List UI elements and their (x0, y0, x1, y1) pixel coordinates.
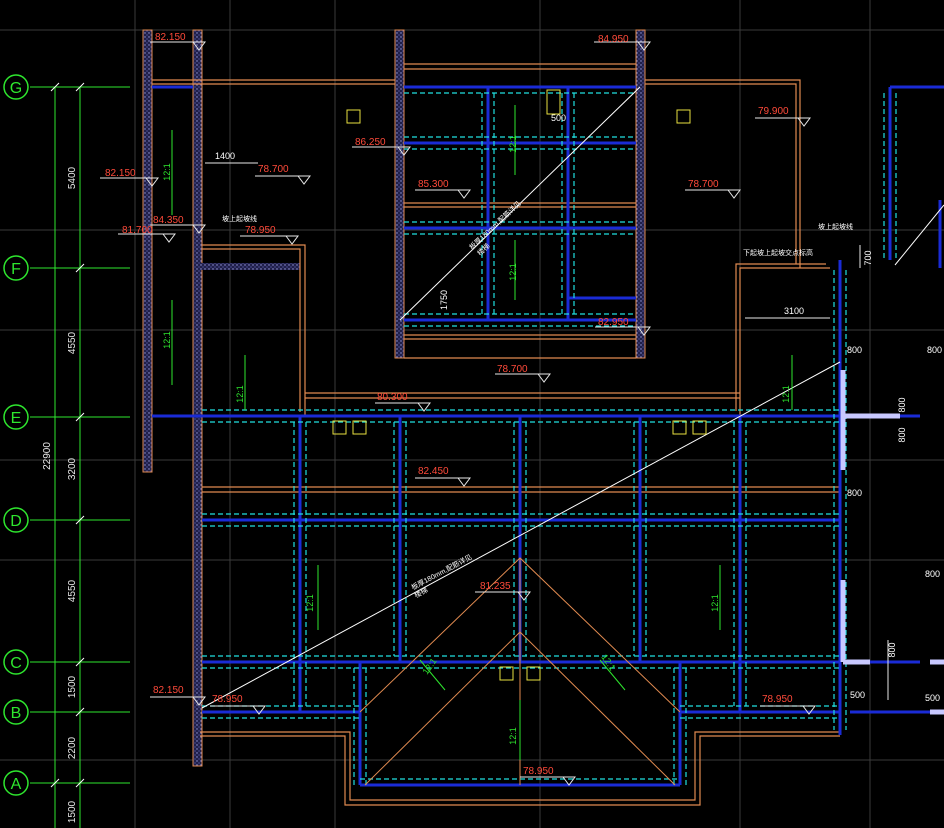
axis-bubble-d: D (3, 507, 29, 533)
elev-82150-bottom: 82.150 (153, 685, 184, 696)
elev-78950-d: 78.950 (523, 766, 554, 777)
axis-label-f: F (11, 261, 21, 278)
elevation-labels: 82.150 84.950 82.150 84.350 81.700 78.70… (105, 32, 793, 777)
axis-label-a: A (11, 776, 22, 793)
axis-label-e: E (11, 410, 22, 427)
axis-bubble-f: F (3, 255, 29, 281)
slope-label: 12:1 (305, 594, 315, 612)
dim-label-1400: 1400 (215, 151, 235, 161)
dim-2200: 2200 (67, 736, 78, 759)
dim-label-800-b: 800 (927, 345, 942, 355)
dim-label-1750: 1750 (439, 290, 449, 310)
slope-label: 12:1 (508, 135, 518, 153)
elev-82150-left: 82.150 (105, 168, 136, 179)
dim-4550-b: 4550 (67, 579, 78, 602)
elev-85300: 85.300 (418, 179, 449, 190)
axis-label-g: G (10, 80, 22, 97)
dim-label-800-c: 800 (897, 397, 907, 412)
dim-label-800-a: 800 (847, 345, 862, 355)
slope-label: 12:1 (508, 263, 518, 281)
slope-label: 12:1 (508, 727, 518, 745)
cyan-dashed-lines (202, 92, 897, 785)
note-slope-start-1: 坡上起坡线 (222, 214, 257, 223)
stair-diagonals (201, 86, 944, 709)
hatched-walls (142, 29, 646, 767)
axis-label-d: D (10, 513, 22, 530)
elev-80300: 80.300 (377, 392, 408, 403)
slope-label: 12:1 (420, 656, 438, 676)
elev-78950-a: 78.950 (245, 225, 276, 236)
elev-81235: 81.235 (480, 581, 511, 592)
elev-78700-b: 78.700 (688, 179, 719, 190)
slope-label: 12:1 (162, 331, 172, 349)
dimension-labels: 1400 500 1750 3100 700 800 800 800 800 8… (215, 113, 942, 703)
axis-bubble-g: G (3, 74, 29, 100)
note-slope-start-2: 坡上起坡线 (818, 222, 853, 231)
slope-label: 12:1 (781, 385, 791, 403)
elev-78950-c: 78.950 (762, 694, 793, 705)
elev-79900: 79.900 (758, 106, 789, 117)
dim-label-700: 700 (863, 250, 873, 265)
axis-label-b: B (11, 705, 22, 722)
dim-label-3100: 3100 (784, 306, 804, 316)
axis-bubble-c: C (3, 649, 29, 675)
elev-81700: 81.700 (122, 225, 153, 236)
note-stair-lower-a: 板厚180mm,配筋详见 (410, 552, 474, 592)
dim-5400: 5400 (67, 166, 78, 189)
dimension-ticks (50, 82, 85, 788)
note-intersection: 下起坡上起坡交点标高 (743, 248, 813, 257)
notes: 坡上起坡线 坡上起坡线 下起坡上起坡交点标高 板厚180mm,配筋详见 楼梯 板… (222, 199, 853, 600)
dim-22900: 22900 (42, 442, 53, 470)
elev-82150-top: 82.150 (155, 32, 186, 43)
dim-label-500-c: 500 (925, 693, 940, 703)
dim-label-800-e: 800 (847, 488, 862, 498)
elev-78700-c: 78.700 (497, 364, 528, 375)
slope-label: 12:1 (710, 594, 720, 612)
elev-78950-b: 78.950 (212, 694, 243, 705)
elev-84350: 84.350 (153, 215, 184, 226)
dim-3200: 3200 (67, 457, 78, 480)
orange-outlines (152, 63, 840, 806)
small-symbols (332, 89, 707, 681)
blue-beams (152, 85, 944, 787)
slope-label: 12:1 (162, 163, 172, 181)
dim-1500-b: 1500 (67, 800, 78, 823)
dim-label-500-b: 500 (850, 690, 865, 700)
axis-bubble-e: E (3, 404, 29, 430)
axis-label-c: C (10, 655, 22, 672)
axis-bubble-b: B (3, 699, 29, 725)
dim-label-800-d: 800 (897, 427, 907, 442)
elev-78700-a: 78.700 (258, 164, 289, 175)
elev-86250: 86.250 (355, 137, 386, 148)
elev-82950: 82.950 (598, 317, 629, 328)
dim-label-800-g: 800 (887, 642, 897, 657)
elevation-markers (100, 41, 889, 786)
dim-label-800-f: 800 (925, 569, 940, 579)
slope-label: 12:1 (235, 385, 245, 403)
dim-1500-a: 1500 (67, 675, 78, 698)
slope-arrows (171, 105, 793, 760)
dim-4550-a: 4550 (67, 331, 78, 354)
dim-label-500-top: 500 (551, 113, 566, 123)
elev-84950: 84.950 (598, 34, 629, 45)
elev-82450: 82.450 (418, 466, 449, 477)
right-wall-segments (840, 370, 944, 715)
axis-bubble-a: A (3, 770, 29, 796)
